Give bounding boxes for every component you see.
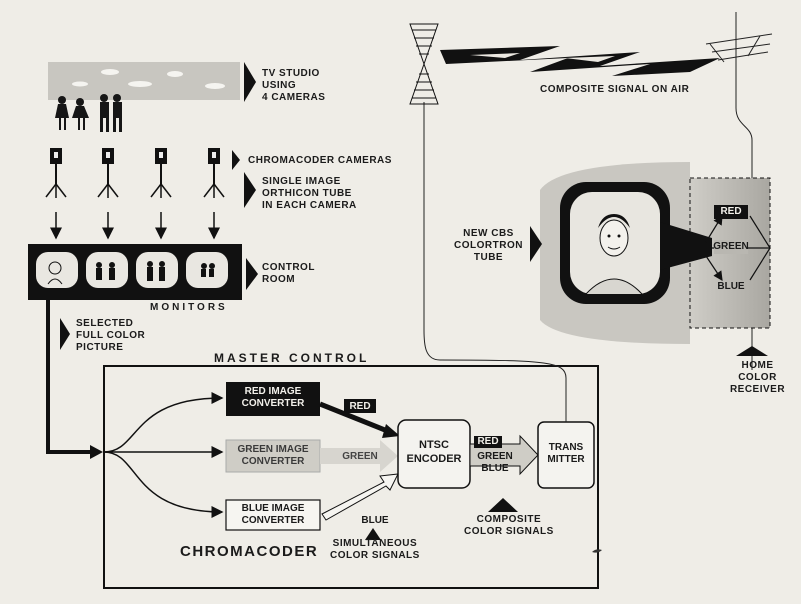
green-converter-label: GREEN IMAGE CONVERTER <box>237 444 309 467</box>
receiver-red-label: RED <box>720 206 742 217</box>
selected-pointer-icon <box>60 318 70 350</box>
blue-converter-box <box>225 499 321 531</box>
studio-scene <box>48 62 240 132</box>
cameras-pointer-icon <box>232 150 240 170</box>
chromacoder-label: CHROMACODER <box>180 543 319 560</box>
home-receiver-pointer-icon <box>736 346 768 356</box>
monitor-bank <box>28 244 242 300</box>
cameras-label: CHROMACODER CAMERAS <box>248 155 392 166</box>
simultaneous-signals-label: SIMULTANEOUS COLOR SIGNALS <box>330 538 420 561</box>
red-converter-label: RED IMAGE CONVERTER <box>241 386 305 409</box>
air-signal-label: COMPOSITE SIGNAL ON AIR <box>540 84 690 95</box>
red-signal-arrow <box>319 401 391 435</box>
master-control-frame <box>103 365 599 589</box>
blue-signal-label: BLUE <box>361 515 389 526</box>
selected-picture-label: SELECTED FULL COLOR PICTURE <box>76 318 146 353</box>
mast-line <box>423 102 567 422</box>
studio-pointer-icon <box>244 62 256 102</box>
green-signal-label: GREEN <box>342 451 378 462</box>
receiving-antenna-icon <box>705 12 773 370</box>
camera-row <box>45 148 225 198</box>
control-room-pointer-icon <box>246 258 258 290</box>
monitors-label: MONITORS <box>150 302 228 313</box>
camera-monitor-arrows <box>50 212 220 240</box>
receiver-blue-label: BLUE <box>717 281 745 292</box>
home-tv-set <box>540 162 771 344</box>
tube-label-pointer-icon <box>530 226 542 262</box>
tube-pointer-icon <box>244 172 256 208</box>
composite-red-label: RED <box>477 436 499 447</box>
transmitter-label: TRANS MITTER <box>547 442 585 465</box>
composite-signals-label: COMPOSITE COLOR SIGNALS <box>464 514 554 537</box>
tube-note-label: SINGLE IMAGE ORTHICON TUBE IN EACH CAMER… <box>262 176 357 211</box>
blue-converter-label: BLUE IMAGE CONVERTER <box>241 503 305 526</box>
receiver-green-label: GREEN <box>713 241 749 252</box>
red-signal-label: RED <box>349 401 371 412</box>
feed-line <box>46 300 92 454</box>
home-receiver-label: HOME COLOR RECEIVER <box>729 360 786 395</box>
blue-signal-arrow <box>321 473 399 521</box>
composite-green-blue-label: GREEN BLUE <box>477 451 513 474</box>
artist-signature <box>592 549 602 553</box>
colortron-label: NEW CBS COLORTRON TUBE <box>454 228 523 263</box>
master-control-label: MASTER CONTROL <box>214 351 370 365</box>
studio-label: TV STUDIO USING 4 CAMERAS <box>262 68 326 103</box>
encoder-label: NTSC ENCODER <box>406 439 462 465</box>
broadcast-signal-icon <box>440 46 720 76</box>
green-converter-box <box>225 439 321 473</box>
signal-branches <box>103 392 224 518</box>
green-signal-arrow <box>320 440 398 472</box>
control-room-label: CONTROL ROOM <box>262 262 315 285</box>
red-converter-box <box>226 382 320 416</box>
antenna-tower-icon <box>409 23 439 105</box>
